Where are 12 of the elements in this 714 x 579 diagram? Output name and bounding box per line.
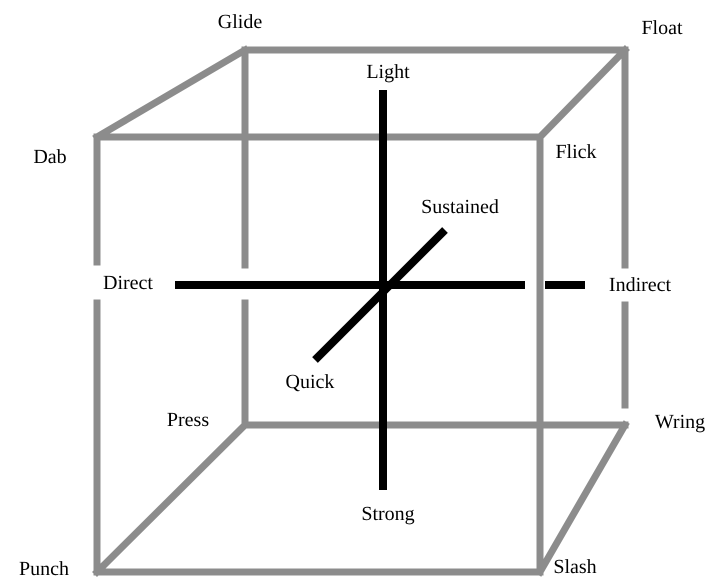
axis-label: Wring — [654, 412, 706, 432]
axis-label: Quick — [286, 372, 334, 392]
axis-label: Glide — [218, 12, 262, 32]
axis-label: Sustained — [421, 197, 499, 217]
axis-label: Float — [641, 18, 683, 38]
axis-label: Punch — [19, 559, 69, 579]
axis-label: Flick — [555, 142, 597, 162]
axis-label: Strong — [361, 504, 415, 524]
axis-label: Press — [166, 410, 210, 430]
axis-label: Light — [366, 62, 410, 82]
axis-label: Dab — [33, 147, 67, 167]
axis-label: Slash — [553, 557, 597, 577]
